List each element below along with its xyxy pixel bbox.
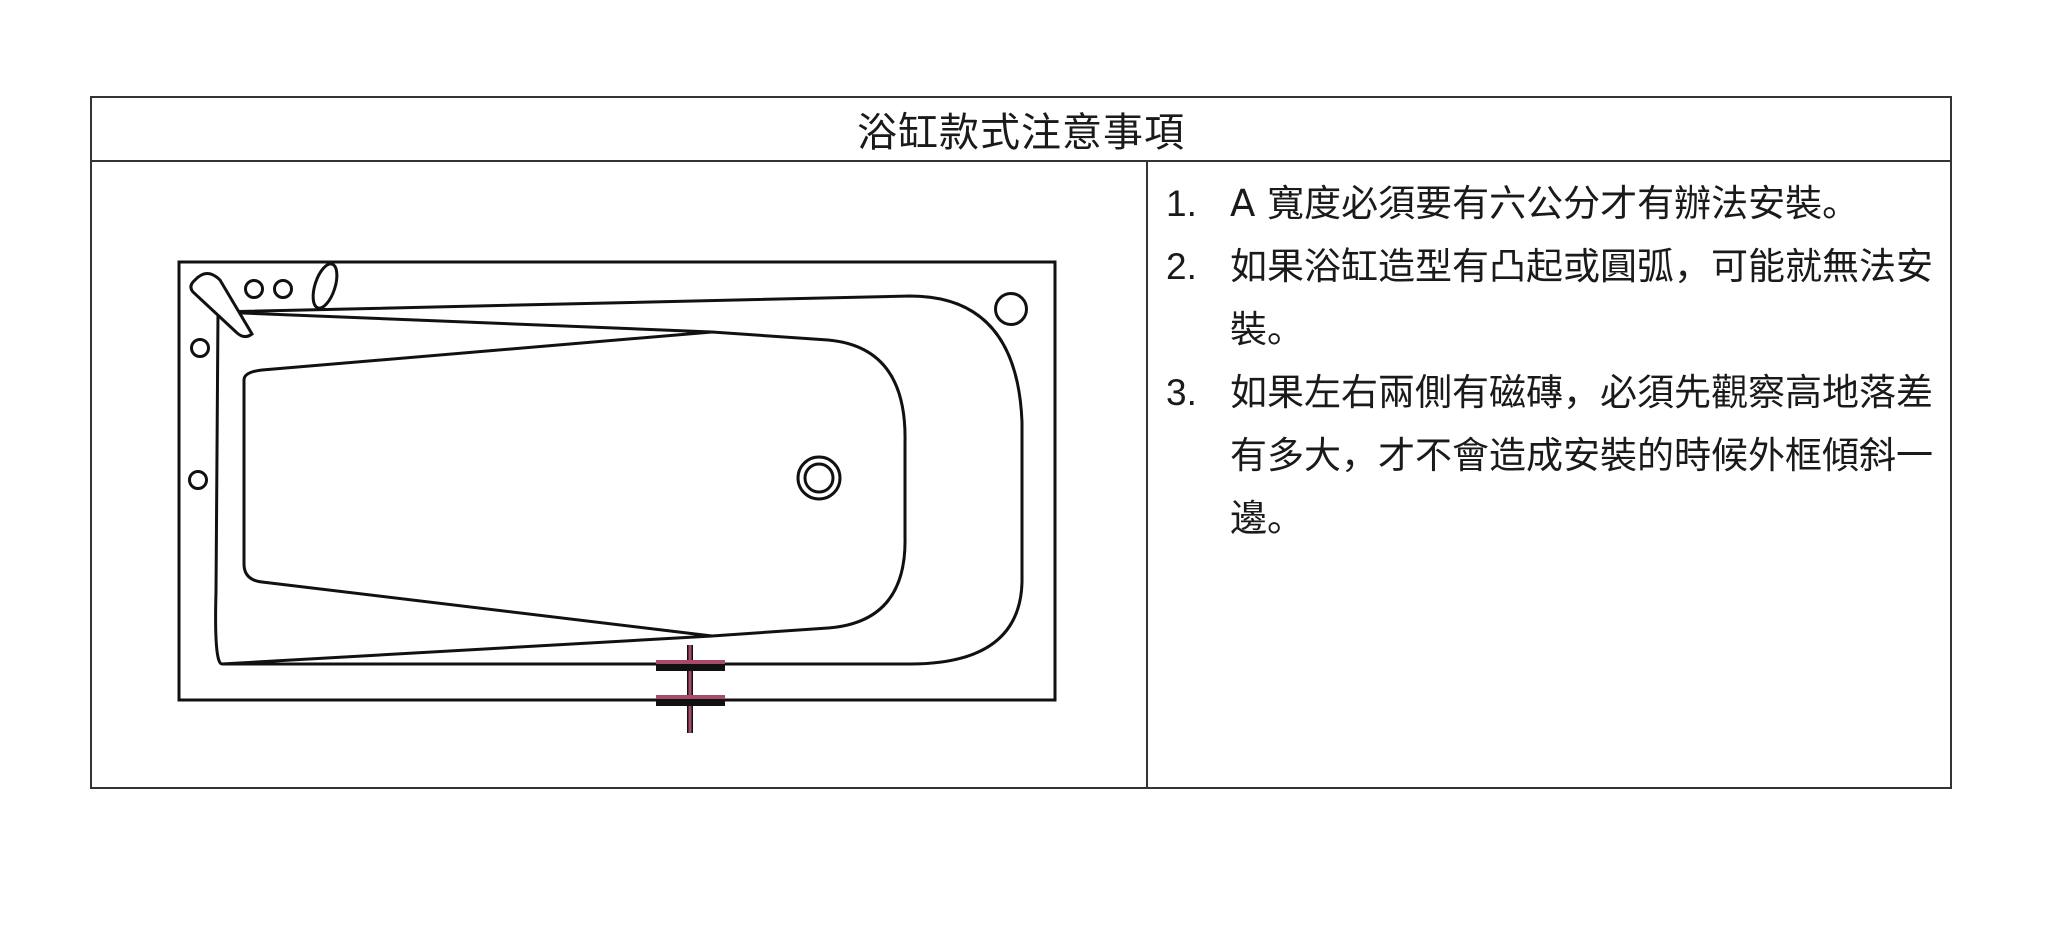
faucet-spout-icon <box>189 272 254 339</box>
knob-right-icon <box>273 279 293 299</box>
backrest-line-bottom <box>221 634 713 666</box>
note-text: 如果浴缸造型有凸起或圓弧，可能就無法安裝。 <box>1230 245 1933 351</box>
knob-left-icon <box>244 279 264 299</box>
notes-cell: 1. A 寬度必須要有六公分才有辦法安裝。 2. 如果浴缸造型有凸起或圓弧，可能… <box>1148 162 1950 787</box>
note-item: 2. 如果浴缸造型有凸起或圓弧，可能就無法安裝。 <box>1166 235 1938 361</box>
notes-list: 1. A 寬度必須要有六公分才有辦法安裝。 2. 如果浴缸造型有凸起或圓弧，可能… <box>1166 172 1938 550</box>
side-hole-upper-icon <box>190 338 210 358</box>
notice-title: 浴缸款式注意事項 <box>92 98 1950 162</box>
bathtub-diagram <box>177 260 1057 733</box>
bathtub-outer-frame <box>177 260 1057 702</box>
bathtub-diagram-cell <box>92 162 1148 787</box>
note-number: 2. <box>1166 246 1197 287</box>
notice-table: 浴缸款式注意事項 <box>90 96 1952 789</box>
bathtub-rim <box>214 294 1024 666</box>
note-text: A 寬度必須要有六公分才有辦法安裝。 <box>1230 182 1860 225</box>
note-text: 如果左右兩側有磁磚，必須先觀察高地落差有多大，才不會造成安裝的時候外框傾斜一邊。 <box>1230 371 1933 540</box>
side-hole-lower-icon <box>188 470 208 490</box>
note-number: 3. <box>1166 372 1197 413</box>
overflow-hole-icon <box>994 292 1028 326</box>
note-number: 1. <box>1166 183 1197 224</box>
hand-shower-icon <box>311 262 339 310</box>
drain-inner-icon <box>803 462 835 494</box>
double-cross-marker-icon <box>656 645 725 733</box>
note-item: 3. 如果左右兩側有磁磚，必須先觀察高地落差有多大，才不會造成安裝的時候外框傾斜… <box>1166 361 1938 550</box>
backrest-line-top <box>217 310 713 334</box>
note-item: 1. A 寬度必須要有六公分才有辦法安裝。 <box>1166 172 1938 235</box>
bathtub-basin <box>242 330 907 638</box>
drain-outer-icon <box>796 455 842 501</box>
